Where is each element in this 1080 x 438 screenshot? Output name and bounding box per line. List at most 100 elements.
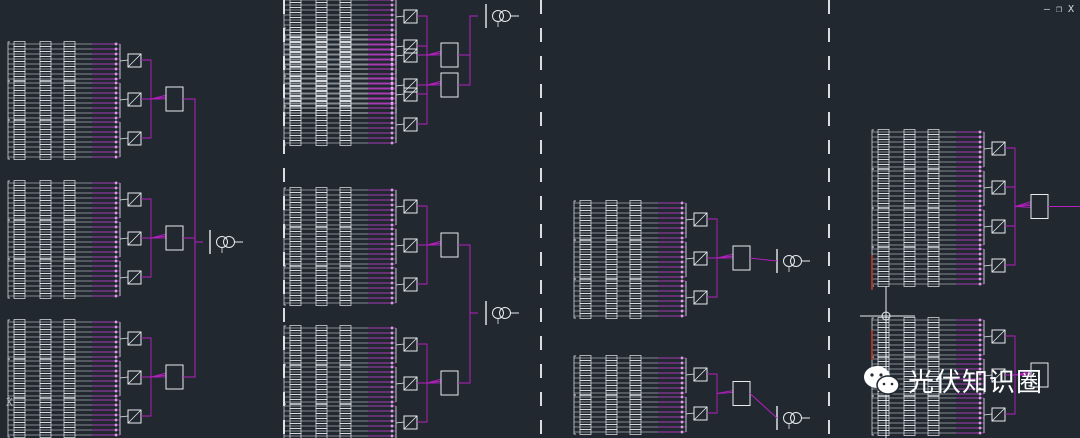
inverter-diagonal — [991, 329, 1006, 344]
pv-module — [39, 293, 52, 299]
pv-module — [289, 399, 302, 405]
watermark-label: 光伏知识圈 — [908, 368, 1044, 398]
pv-module — [63, 76, 76, 82]
ac-wire — [141, 337, 167, 378]
pv-module — [63, 115, 76, 121]
inverter-symbol — [991, 407, 1006, 422]
mv-feeder — [183, 237, 203, 243]
inverter-symbol — [403, 277, 418, 292]
pv-module — [339, 300, 352, 306]
combiner-symbol — [440, 232, 459, 258]
transformer-symbol — [485, 301, 519, 325]
combiner-block — [283, 187, 459, 306]
inverter-feed — [685, 373, 695, 376]
pv-module — [605, 235, 618, 241]
pv-module — [315, 62, 328, 68]
inverter-symbol — [403, 337, 418, 352]
transformer-coil — [216, 236, 228, 248]
mv-feeder — [749, 257, 778, 262]
restore-button[interactable]: ❐ — [1055, 4, 1062, 15]
inverter-diagonal — [403, 199, 418, 214]
ac-wire — [1005, 335, 1032, 376]
inverter-feed — [395, 93, 405, 96]
inverter-diagonal — [693, 406, 708, 421]
inverter-symbol — [693, 251, 708, 266]
string-bracket — [7, 41, 10, 82]
pv-module — [579, 274, 592, 280]
mv-feeder — [458, 244, 478, 314]
pv-module — [63, 215, 76, 221]
inverter-feed — [983, 225, 993, 228]
inverter-group — [7, 219, 142, 260]
ac-wire — [417, 84, 442, 125]
inverter-diagonal — [693, 367, 708, 382]
inverter-symbol — [403, 48, 418, 63]
string-bracket — [283, 265, 286, 306]
pv-module — [39, 154, 52, 160]
pv-module — [63, 293, 76, 299]
bus-junction — [881, 311, 891, 321]
inverter-feed — [119, 376, 129, 379]
pv-module — [39, 254, 52, 260]
string-bracket — [7, 80, 10, 121]
combiner-block — [283, 0, 459, 116]
ac-wire — [707, 373, 734, 395]
inverter-group — [7, 80, 142, 121]
pv-module — [605, 429, 618, 435]
inverter-feed — [983, 335, 993, 338]
inverter-group — [283, 27, 418, 68]
ac-wire — [1005, 147, 1032, 208]
inverter-group — [283, 105, 418, 146]
inverter-diagonal — [127, 231, 142, 246]
inverter-diagonal — [403, 376, 418, 391]
close-button[interactable]: X — [1067, 4, 1074, 15]
inverter-feed — [395, 382, 405, 385]
pv-module — [339, 0, 352, 3]
string-bracket — [7, 358, 10, 399]
string-bracket — [573, 355, 576, 396]
pv-module — [629, 274, 642, 280]
combiner-symbol — [732, 245, 751, 271]
pv-module — [903, 430, 916, 436]
transformer-coil — [499, 307, 511, 319]
inverter-symbol — [693, 212, 708, 227]
pv-module — [39, 76, 52, 82]
ac-wire — [1005, 205, 1032, 227]
inverter-diagonal — [991, 407, 1006, 422]
ac-wire — [141, 237, 167, 278]
inverter-group — [283, 187, 418, 228]
minimize-button[interactable]: – — [1043, 4, 1050, 15]
combiner-symbol — [1030, 362, 1049, 388]
inverter-symbol — [127, 53, 142, 68]
string-bracket — [283, 403, 286, 438]
transformer-coil — [783, 412, 795, 424]
combiner-symbol — [440, 370, 459, 396]
ac-wire — [707, 392, 734, 414]
pv-module — [13, 215, 26, 221]
pv-module — [39, 393, 52, 399]
pv-module — [315, 0, 328, 3]
pv-module — [315, 261, 328, 267]
pv-module — [605, 313, 618, 319]
string-bracket — [7, 319, 10, 360]
mv-feeder — [183, 241, 203, 378]
transformer-coil — [492, 307, 504, 319]
combiner-block — [573, 355, 751, 435]
inverter-diagonal — [403, 39, 418, 54]
inverter-symbol — [403, 78, 418, 93]
inverter-group — [7, 358, 142, 399]
pv-module — [629, 235, 642, 241]
pv-module — [315, 101, 328, 107]
pv-module — [13, 115, 26, 121]
inverter-feed — [983, 147, 993, 150]
ac-wire — [707, 257, 734, 298]
inverter-feed — [395, 123, 405, 126]
inverter-group — [871, 168, 1006, 209]
inverter-feed — [395, 283, 405, 286]
combiner-symbol — [1030, 194, 1049, 219]
inverter-diagonal — [127, 192, 142, 207]
transformer-coil — [790, 255, 802, 267]
transformer-symbol — [776, 249, 810, 273]
inverter-group — [7, 319, 142, 360]
inverter-diagonal — [403, 87, 418, 102]
